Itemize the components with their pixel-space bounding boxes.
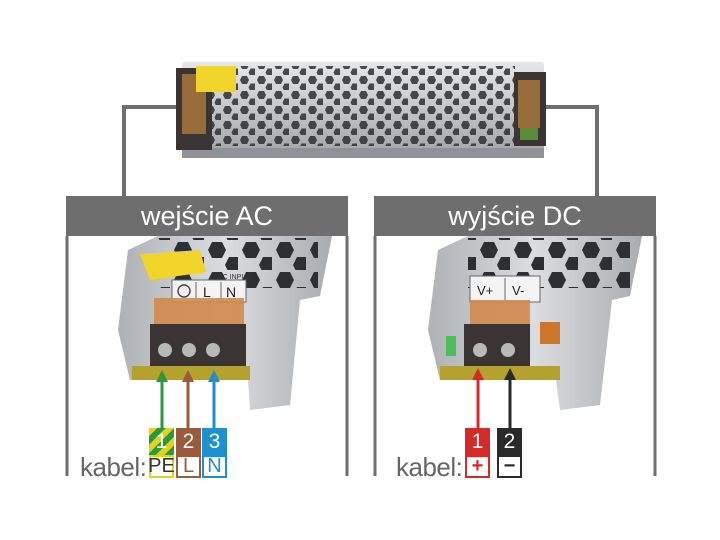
cable-n-label: N bbox=[202, 455, 227, 478]
power-supply-top bbox=[176, 62, 546, 158]
dc-cable-prefix: kabel: bbox=[396, 452, 463, 482]
terminal-n-label: N bbox=[226, 284, 236, 300]
cable-l-label: L bbox=[176, 455, 201, 478]
ac-cable-prefix: kabel: bbox=[80, 452, 147, 482]
connector-lines bbox=[122, 105, 599, 198]
terminal-vplus-label: V+ bbox=[477, 283, 493, 298]
dc-arrows bbox=[472, 368, 516, 380]
dc-wires bbox=[476, 376, 512, 430]
dc-output-header: wyjście DC bbox=[374, 196, 656, 236]
panel-frames bbox=[65, 236, 657, 476]
terminal-l-label: L bbox=[203, 284, 211, 300]
cable-minus-label: − bbox=[497, 455, 522, 478]
ac-input-header: wejście AC bbox=[66, 196, 348, 236]
ac-arrows bbox=[156, 370, 220, 382]
dc-output-title: wyjście DC bbox=[448, 200, 582, 231]
ac-input-label: AC INPUT bbox=[218, 274, 251, 281]
ac-input-title: wejście AC bbox=[140, 200, 274, 231]
cable-pe-number: 1 bbox=[149, 428, 174, 455]
cable-n-number: 3 bbox=[202, 428, 227, 455]
ac-wires bbox=[160, 378, 216, 430]
dc-closeup bbox=[428, 236, 642, 410]
cable-pe-label: PE bbox=[148, 455, 175, 478]
terminal-vminus-label: V- bbox=[512, 283, 524, 298]
ac-closeup bbox=[118, 236, 332, 410]
cable-plus-label: + bbox=[465, 455, 490, 478]
cable-minus-number: 2 bbox=[497, 428, 522, 455]
cable-l-number: 2 bbox=[176, 428, 201, 455]
cable-plus-number: 1 bbox=[465, 428, 490, 455]
